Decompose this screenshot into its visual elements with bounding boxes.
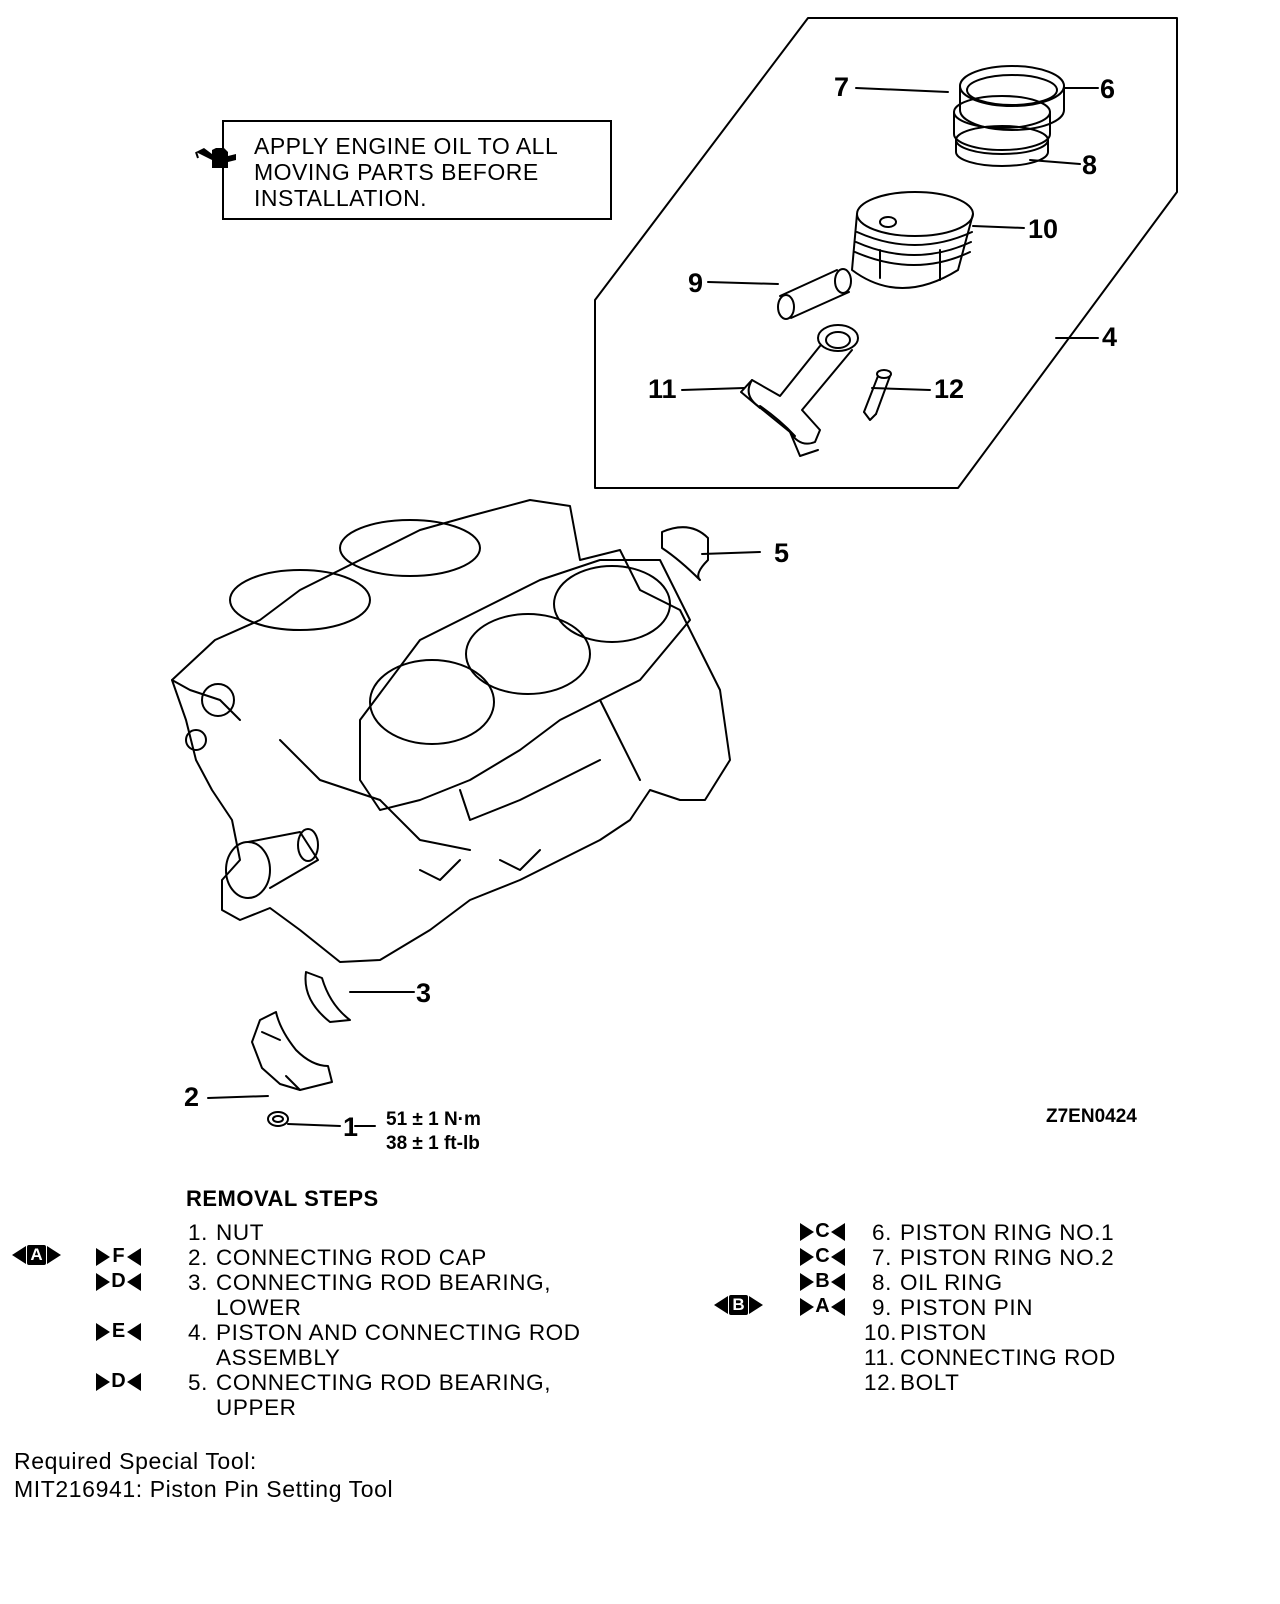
callout-12: 12 <box>934 374 965 404</box>
removal-mark-b: B <box>714 1295 763 1315</box>
connecting-rod-cap <box>251 1011 333 1091</box>
install-mark-c-2: C <box>800 1245 845 1268</box>
callout-8: 8 <box>1082 150 1098 180</box>
step-row: 12.BOLT <box>864 1370 960 1395</box>
piston-pin <box>777 268 852 320</box>
connecting-rod <box>740 324 859 457</box>
callout-2: 2 <box>184 1082 200 1112</box>
bolt <box>863 369 892 421</box>
install-mark-c-1: C <box>800 1220 845 1243</box>
callout-11: 11 <box>648 374 677 404</box>
step-row-cont: ASSEMBLY <box>216 1345 341 1370</box>
oil-note-line-1: APPLY ENGINE OIL TO ALL <box>254 133 559 159</box>
install-mark-e: E <box>96 1320 141 1343</box>
install-mark-d-2: D <box>96 1370 141 1393</box>
figure-id: Z7EN0424 <box>1046 1106 1137 1127</box>
piston-rings <box>953 65 1065 167</box>
oil-can-icon <box>195 148 236 168</box>
removal-steps-left: 1.NUT 2.CONNECTING ROD CAP 3.CONNECTING … <box>186 1220 646 1420</box>
special-tool-item: MIT216941: Piston Pin Setting Tool <box>14 1476 394 1502</box>
callout-1: 1 <box>343 1112 359 1142</box>
step-row: 4.PISTON AND CONNECTING ROD <box>188 1320 581 1345</box>
install-mark-a: A <box>800 1295 845 1318</box>
oil-note-box <box>222 120 612 220</box>
install-mark-d-1: D <box>96 1270 141 1293</box>
step-row: 6.PISTON RING NO.1 <box>872 1220 1115 1245</box>
step-row: 5.CONNECTING ROD BEARING, <box>188 1370 552 1395</box>
oil-note-text: APPLY ENGINE OIL TO ALL MOVING PARTS BEF… <box>254 133 614 211</box>
special-tool-label: Required Special Tool: <box>14 1448 257 1474</box>
callout-7: 7 <box>834 72 850 102</box>
step-row: 2.CONNECTING ROD CAP <box>188 1245 487 1270</box>
install-mark-b: B <box>800 1270 845 1293</box>
step-row: 9.PISTON PIN <box>872 1295 1034 1320</box>
step-row: 11.CONNECTING ROD <box>864 1345 1116 1370</box>
step-row-cont: UPPER <box>216 1395 297 1420</box>
step-row: 1.NUT <box>188 1220 265 1245</box>
callout-4: 4 <box>1102 322 1118 352</box>
step-row-cont: LOWER <box>216 1295 302 1320</box>
removal-steps-right: 6.PISTON RING NO.1 7.PISTON RING NO.2 8.… <box>864 1220 1274 1395</box>
oil-note-line-2: MOVING PARTS BEFORE <box>254 159 539 185</box>
step-row: 7.PISTON RING NO.2 <box>872 1245 1115 1270</box>
install-mark-f: F <box>96 1245 141 1268</box>
torque-imperial: 38 ± 1 ft-lb <box>386 1133 480 1154</box>
step-row: 10.PISTON <box>864 1320 987 1345</box>
engine-block <box>171 499 731 963</box>
nut <box>267 1111 289 1127</box>
step-row: 8.OIL RING <box>872 1270 1003 1295</box>
callout-6: 6 <box>1100 74 1116 104</box>
upper-bearing <box>661 526 709 581</box>
leader-lines <box>207 87 1099 1127</box>
callout-5: 5 <box>774 538 790 568</box>
step-row: 3.CONNECTING ROD BEARING, <box>188 1270 552 1295</box>
callout-3: 3 <box>416 978 432 1008</box>
piston <box>851 191 974 289</box>
torque-metric: 51 ± 1 N·m <box>386 1109 481 1130</box>
lower-bearing <box>304 971 351 1023</box>
callout-9: 9 <box>688 268 704 298</box>
callout-10: 10 <box>1028 214 1059 244</box>
removal-steps-heading: REMOVAL STEPS <box>186 1186 379 1211</box>
subassembly-frame <box>594 17 1178 489</box>
oil-note-line-3: INSTALLATION. <box>254 185 428 211</box>
removal-mark-a: A <box>12 1245 61 1265</box>
